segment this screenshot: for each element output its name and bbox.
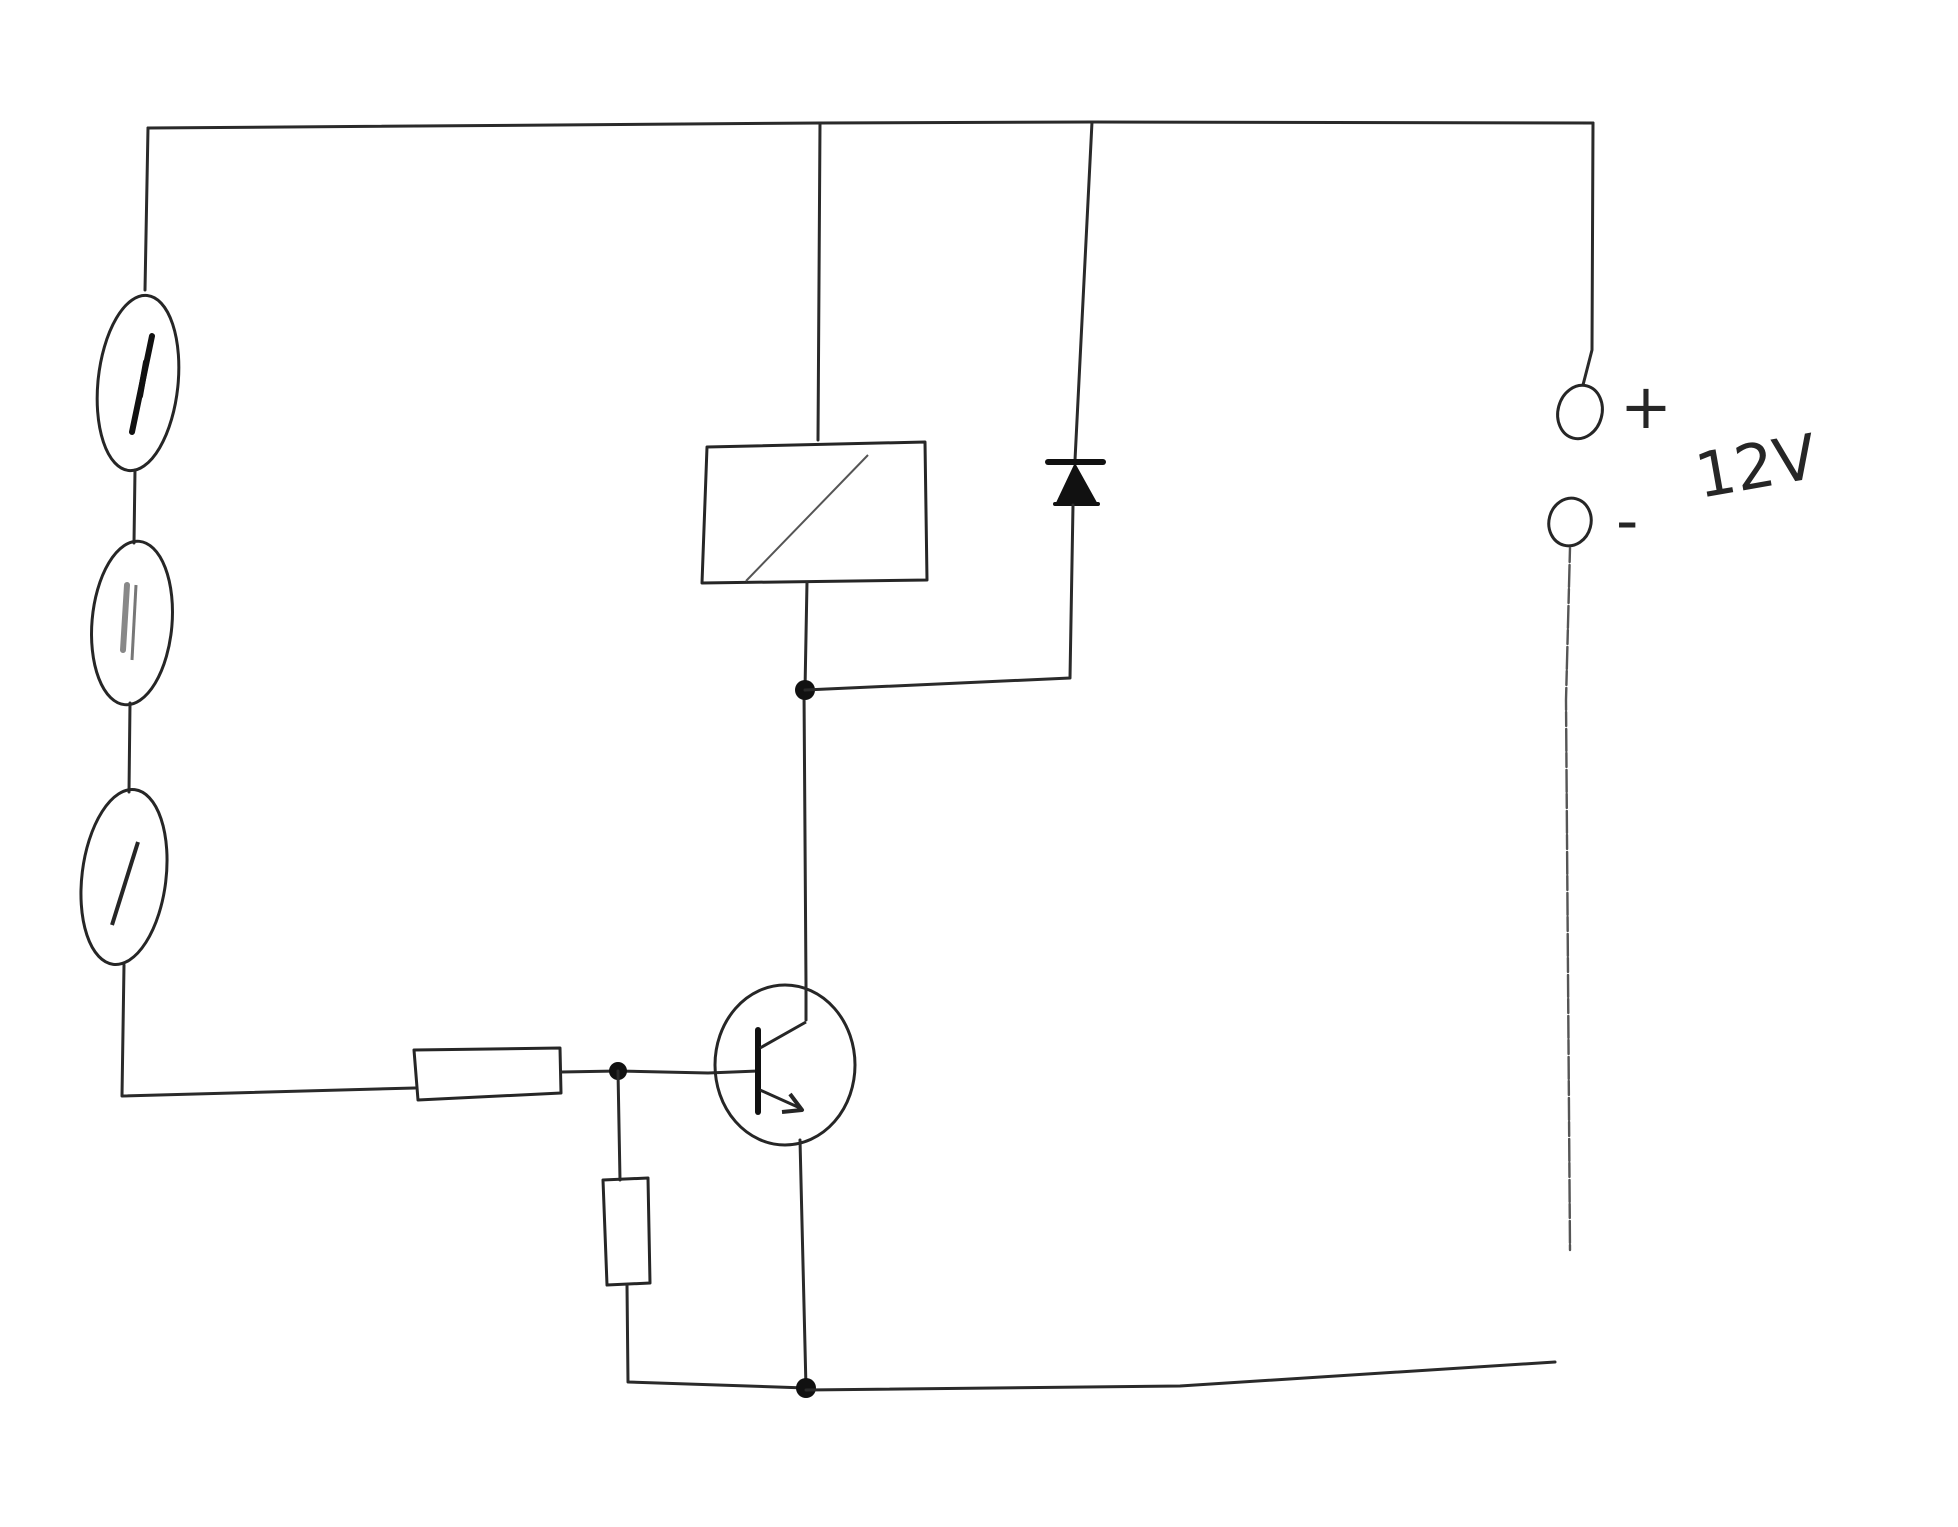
relay-coil-bottom-wire	[803, 580, 809, 692]
sensor-element-2	[90, 539, 174, 707]
svg-text:-: -	[1616, 484, 1638, 557]
base-wire	[559, 1069, 760, 1075]
bottom-rail-wire	[804, 1360, 1557, 1392]
minus-terminal	[1547, 496, 1593, 548]
voltage-label: 12V	[1690, 420, 1822, 513]
emitter-wire	[798, 1138, 808, 1390]
plus-supply-wire	[1581, 121, 1595, 387]
minus-label: -	[1616, 484, 1638, 557]
npn-transistor	[713, 983, 857, 1147]
series-wire-2	[127, 701, 132, 794]
svg-text:+: +	[1620, 370, 1672, 443]
base-resistor	[412, 1046, 563, 1102]
sensor-element-1	[95, 293, 181, 473]
sensor-element-3	[79, 788, 169, 966]
series-wire-1	[132, 468, 137, 545]
pulldown-resistor	[601, 1176, 652, 1287]
relay-coil	[700, 440, 929, 585]
svg-text:12V: 12V	[1690, 420, 1822, 513]
ground-junction-dot	[796, 1378, 816, 1398]
freewheel-diode	[1045, 459, 1106, 506]
collector-wire	[802, 688, 808, 1022]
diode-top-wire	[1073, 120, 1094, 462]
plus-terminal	[1556, 383, 1604, 441]
pulldown-wire-top	[616, 1069, 622, 1182]
left-vertical-wire	[143, 126, 150, 292]
diode-bottom-wire	[803, 503, 1075, 692]
minus-supply-wire	[1564, 546, 1572, 1252]
left-lower-wire	[120, 963, 417, 1098]
plus-label: +	[1620, 370, 1672, 443]
top-rail-wire	[146, 120, 1595, 130]
relay-coil-top-wire	[816, 121, 822, 442]
pulldown-wire-bottom	[625, 1283, 808, 1390]
